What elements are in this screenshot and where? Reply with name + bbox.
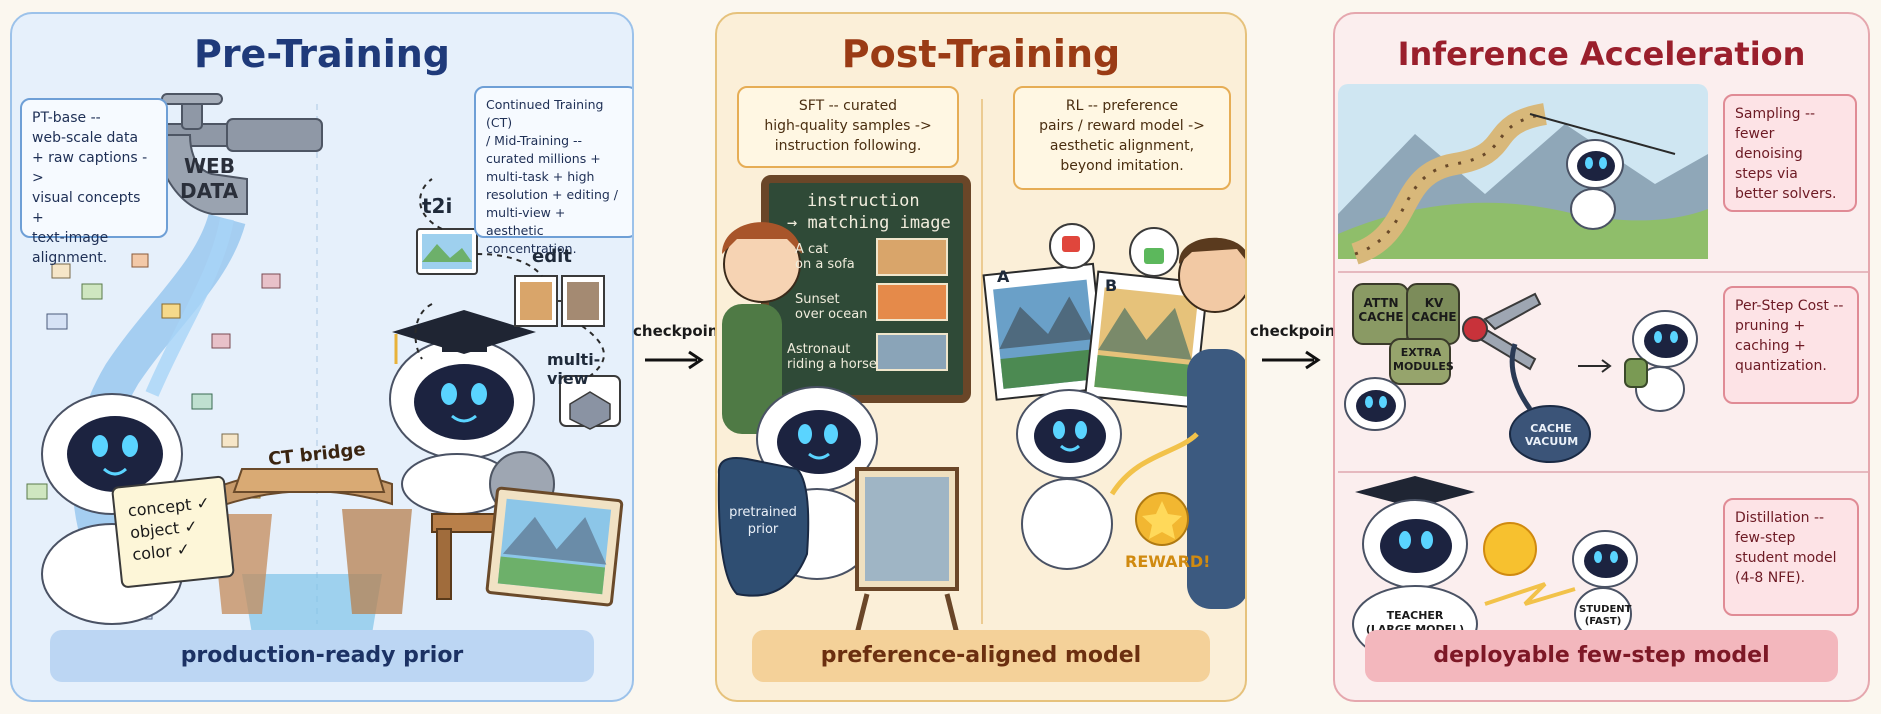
rl-note: RL -- preference pairs / reward model ->… [1013, 86, 1231, 190]
checkpoint-label-2: checkpoint [1250, 322, 1343, 340]
robot-teacher [1352, 476, 1478, 663]
robot-graduate-right [389, 310, 536, 515]
card-b-label: B [1105, 276, 1118, 295]
continued-training-note: Continued Training (CT) / Mid-Training -… [474, 86, 632, 256]
student-label: STUDENT (FAST) [1579, 604, 1632, 627]
inference-acceleration-title: Inference Acceleration [1397, 35, 1806, 73]
board-prompt-sunset: Sunset over ocean [795, 292, 868, 322]
landscape-painting [485, 486, 624, 607]
robot-zipline [1566, 139, 1624, 230]
card-a-label: A [997, 267, 1010, 286]
t2i-label: t2i [422, 194, 453, 218]
faucet-icon [150, 93, 323, 215]
knowledge-orb-icon [1483, 522, 1537, 576]
board-prompt-astronaut: Astronaut riding a horse [787, 342, 877, 372]
cache-backpack [1352, 283, 1460, 385]
board-title-line-2: → matching image [787, 213, 951, 233]
board-title-line-1: instruction [807, 191, 920, 211]
post-training-title: Post-Training [841, 32, 1121, 76]
sampling-note: Sampling -- fewer denoising steps via be… [1723, 94, 1857, 212]
multi-view-cube [559, 375, 621, 430]
checklist: concept ✓ object ✓ color ✓ [127, 492, 216, 566]
backpack [717, 457, 810, 597]
pre-training-panel: Pre-Training [10, 12, 634, 702]
reward-label: REWARD! [1125, 552, 1211, 571]
pre-training-outcome: production-ready prior [50, 630, 594, 682]
board-prompt-cat: A cat on a sofa [795, 242, 855, 272]
arrow-right-icon-1 [645, 350, 704, 370]
inference-acceleration-panel: Inference Acceleration [1333, 12, 1870, 702]
chalkboard-heading: instruction → matching image [787, 190, 951, 234]
pruning-shears-icon [1462, 292, 1542, 371]
teacher-figure [722, 222, 802, 434]
robot-student [1572, 530, 1638, 641]
per-step-cost-note: Per-Step Cost -- pruning + caching + qua… [1723, 286, 1859, 404]
pre-training-title: Pre-Training [193, 32, 451, 76]
arrow-right-icon-2 [1262, 350, 1321, 370]
cache-label-extra: EXTRA MODULES [1393, 346, 1454, 373]
pre-training-illustration [26, 93, 624, 634]
checklist-notepad [111, 475, 235, 588]
backpack-label: pretrained prior [729, 505, 797, 537]
tap-label-web: WEB [184, 154, 235, 178]
post-training-illustration [717, 99, 1245, 655]
robot-carrying [1344, 377, 1406, 431]
tap-label-data: DATA [180, 179, 239, 203]
cache-label-attn: ATTN CACHE [1358, 296, 1404, 324]
preference-card-a [982, 262, 1108, 401]
inference-illustration [1338, 84, 1868, 663]
inference-outcome: deployable few-step model [1365, 630, 1838, 682]
robot-running-light [1624, 310, 1698, 412]
checkpoint-label-1: checkpoint [633, 322, 726, 340]
edit-label: edit [532, 246, 572, 267]
human-evaluator [1178, 237, 1245, 609]
cache-vacuum [1509, 343, 1591, 463]
preference-card-b [1084, 270, 1209, 409]
pt-base-note: PT-base -- web-scale data + raw captions… [20, 98, 168, 266]
vacuum-label: CACHE VACUUM [1525, 422, 1579, 448]
sft-note: SFT -- curated high-quality samples -> i… [737, 86, 959, 168]
post-training-panel: Post-Training [715, 12, 1247, 702]
distillation-note: Distillation -- few-step student model (… [1723, 498, 1859, 616]
cache-label-kv: KV CACHE [1411, 296, 1457, 324]
robot-aligned [1016, 389, 1122, 570]
multi-view-label: multi-view [547, 350, 601, 388]
post-training-outcome: preference-aligned model [752, 630, 1210, 682]
